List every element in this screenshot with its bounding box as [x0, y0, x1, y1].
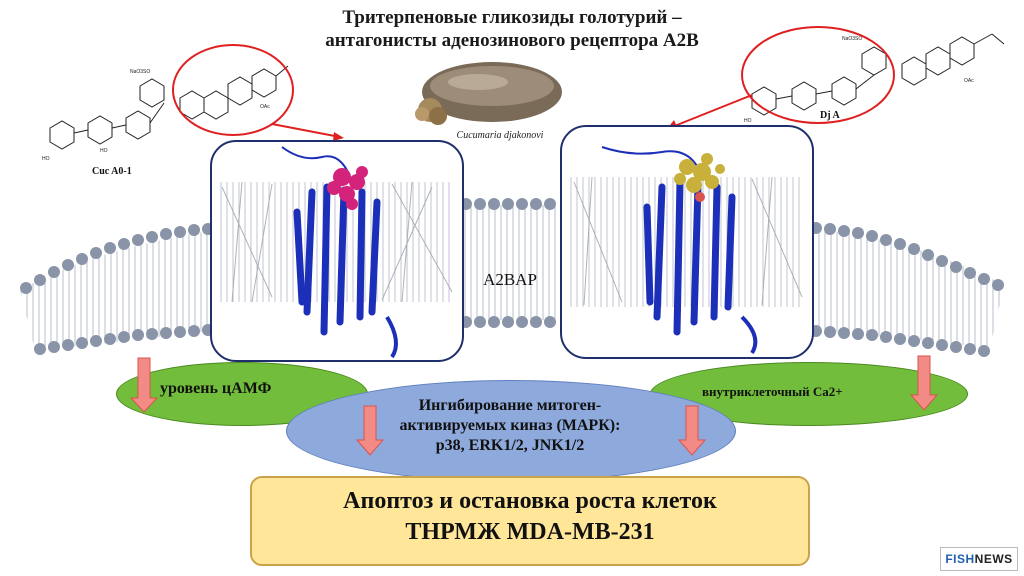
- outcome-box: [250, 476, 810, 566]
- molecule-label-right: Dj A: [820, 110, 840, 121]
- figure-title: Тритерпеновые гликозиды голотурий – анта…: [240, 6, 784, 52]
- logo-part-news: NEWS: [974, 552, 1013, 566]
- svg-text:OAc: OAc: [964, 78, 974, 84]
- svg-text:HO: HO: [42, 156, 50, 162]
- mapk-ellipse: [286, 380, 736, 482]
- intracellular-calcium-text: внутриклеточный Ca2+: [702, 384, 843, 399]
- svg-text:NaO3SO: NaO3SO: [130, 69, 150, 75]
- receptor-model-right: [570, 146, 804, 355]
- callout-circle-left: [172, 44, 294, 136]
- down-arrow-mapk-left: [355, 405, 385, 456]
- down-arrow-camp: [129, 357, 159, 413]
- down-arrow-calcium: [909, 355, 939, 411]
- receptor-model-left: [220, 146, 454, 359]
- callout-circle-right: [741, 26, 895, 124]
- svg-text:HO: HO: [744, 118, 752, 124]
- svg-text:HO: HO: [100, 148, 108, 154]
- mapk-line-1: Ингибирование митоген-: [418, 397, 602, 414]
- mapk-inhibition-text: Ингибирование митоген- активируемых кина…: [360, 396, 660, 456]
- down-arrow-mapk-right: [677, 405, 707, 456]
- molecule-label-left: Cuc A0-1: [92, 166, 132, 177]
- callout-arrow-right: [671, 94, 753, 128]
- title-line-1: Тритерпеновые гликозиды голотурий –: [342, 7, 682, 28]
- receptor-label: A2BAP: [483, 270, 537, 289]
- receptor-panel-right: [560, 125, 814, 359]
- callout-arrow-left: [271, 123, 341, 138]
- svg-text:OAc: OAc: [260, 104, 270, 110]
- fishnews-logo: FISHNEWS: [940, 547, 1018, 571]
- receptor-panel-left: [210, 140, 464, 362]
- membrane-left-tails: [20, 230, 215, 350]
- svg-text:NaO3SO: NaO3SO: [842, 36, 862, 42]
- logo-part-fish: FISH: [945, 552, 975, 566]
- camp-level-text: уровень цАМФ: [160, 380, 272, 397]
- dj-a-structure: HO NaO3SO OAc: [744, 33, 1005, 124]
- outcome-line-1: Апоптоз и остановка роста клеток: [343, 488, 717, 514]
- photo-caption: Cucumaria djakonovi: [456, 130, 544, 141]
- ligand-left: [327, 166, 368, 210]
- title-line-2: антагонисты аденозинового рецептора А2В: [325, 30, 699, 51]
- sea-cucumber-image: [415, 62, 562, 125]
- cuc-a0-1-structure: HO HO NaO3SO OAc: [42, 65, 289, 162]
- membrane-left-heads: [20, 223, 214, 355]
- outcome-text: Апоптоз и остановка роста клеток ТНРМЖ M…: [250, 486, 810, 548]
- membrane-right-tails: [810, 228, 1004, 348]
- ligand-right: [674, 153, 725, 202]
- mapk-line-3: p38, ERK1/2, JNK1/2: [435, 437, 585, 454]
- mapk-line-2: активируемых киназ (МАРК):: [399, 417, 621, 434]
- outcome-line-2: ТНРМЖ MDA-MB-231: [405, 519, 655, 545]
- camp-ellipse: [116, 362, 368, 426]
- membrane-right-heads: [810, 222, 1004, 357]
- membrane-middle-tails: [460, 205, 560, 320]
